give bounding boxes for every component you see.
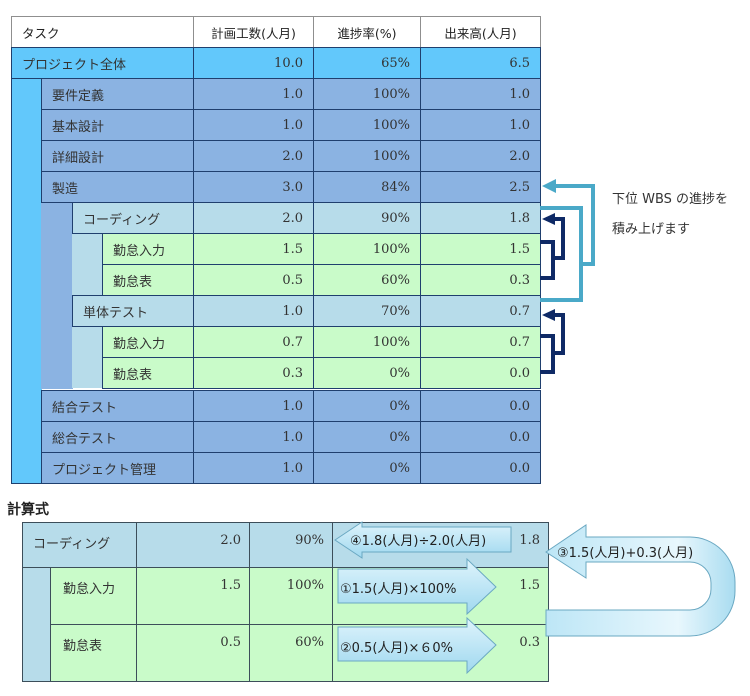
annotation-line1: 下位 WBS の進捗を xyxy=(612,192,729,207)
row-planned: 1.0 xyxy=(193,452,314,484)
row-task: プロジェクト全体 xyxy=(11,47,194,79)
formula-row-progress: 100% xyxy=(249,567,333,625)
row-earned: 0.0 xyxy=(420,357,541,389)
formula-row-task: 勤怠入力 xyxy=(50,567,137,625)
row-earned: 2.0 xyxy=(420,140,541,172)
row-progress: 65% xyxy=(313,47,421,79)
rollup-arrow-light-icon xyxy=(540,184,595,302)
row-progress: 0% xyxy=(313,357,421,389)
annotation-line2: 積み上げます xyxy=(612,222,691,237)
row-task: 勤怠表 xyxy=(102,264,194,296)
indent-band-level0 xyxy=(11,47,42,484)
formula-step2: ②0.5(人月)×６0% xyxy=(340,641,453,656)
row-task: 総合テスト xyxy=(41,421,194,453)
arrowhead-light-icon xyxy=(542,179,556,193)
row-task: 基本設計 xyxy=(41,109,194,141)
row-earned: 1.0 xyxy=(420,78,541,110)
header-progress: 進捗率(%) xyxy=(313,16,421,48)
rollup-arrows xyxy=(540,179,595,374)
row-planned: 1.0 xyxy=(193,421,314,453)
row-progress: 100% xyxy=(313,233,421,265)
formula-row-progress: 90% xyxy=(249,522,333,568)
row-progress: 0% xyxy=(313,390,421,422)
formula-section-title: 計算式 xyxy=(7,502,49,518)
indent-band-coding xyxy=(72,233,103,295)
row-planned: 1.0 xyxy=(193,295,314,327)
row-progress: 0% xyxy=(313,421,421,453)
row-task: 製造 xyxy=(41,171,194,203)
row-earned: 1.8 xyxy=(420,202,541,234)
formula-row-planned: 1.5 xyxy=(136,567,250,625)
formula-step1: ①1.5(人月)×100% xyxy=(340,582,457,597)
formula-arrow-step1-icon xyxy=(337,557,497,616)
row-task: 勤怠入力 xyxy=(102,233,194,265)
formula-row-task: 勤怠表 xyxy=(50,624,137,682)
formula-arrow-step4-icon xyxy=(334,521,512,559)
row-planned: 2.0 xyxy=(193,202,314,234)
formula-row-task: コーディング xyxy=(22,522,137,568)
formula-row-planned: 0.5 xyxy=(136,624,250,682)
row-task: 要件定義 xyxy=(41,78,194,110)
row-planned: 0.7 xyxy=(193,326,314,358)
row-task: 勤怠表 xyxy=(102,357,194,389)
row-earned: 6.5 xyxy=(420,47,541,79)
formula-step4: ④1.8(人月)÷2.0(人月) xyxy=(350,534,487,549)
formula-step3: ③1.5(人月)+0.3(人月) xyxy=(557,546,694,561)
indent-band-level1 xyxy=(41,202,73,389)
row-progress: 0% xyxy=(313,452,421,484)
row-task: コーディング xyxy=(72,202,194,234)
row-planned: 0.3 xyxy=(193,357,314,389)
row-planned: 10.0 xyxy=(193,47,314,79)
formula-row-progress: 60% xyxy=(249,624,333,682)
header-task: タスク xyxy=(11,16,194,48)
row-planned: 1.0 xyxy=(193,109,314,141)
row-progress: 100% xyxy=(313,78,421,110)
row-earned: 0.7 xyxy=(420,326,541,358)
row-progress: 100% xyxy=(313,140,421,172)
row-earned: 0.3 xyxy=(420,264,541,296)
indent-band-unit-test xyxy=(72,326,103,388)
row-progress: 70% xyxy=(313,295,421,327)
row-task: プロジェクト管理 xyxy=(41,452,194,484)
row-progress: 90% xyxy=(313,202,421,234)
formula-arrow-step2-icon xyxy=(337,616,497,675)
formula-arrow-step3-icon xyxy=(545,524,736,637)
row-earned: 0.0 xyxy=(420,452,541,484)
